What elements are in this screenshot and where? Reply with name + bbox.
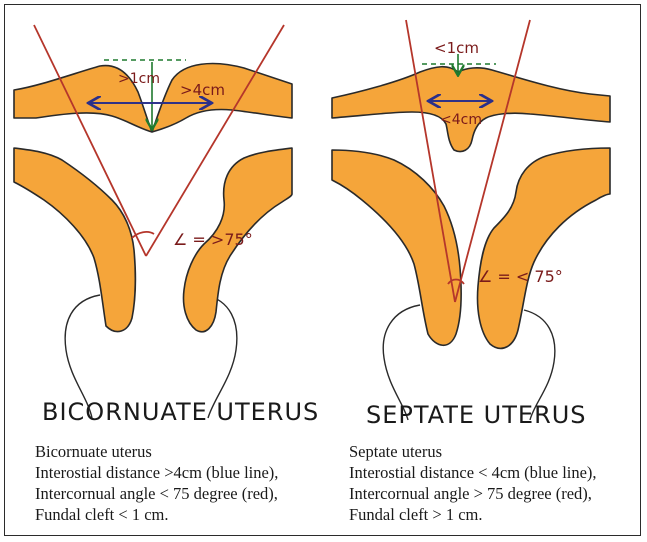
right-distance-label: <4cm — [440, 112, 482, 128]
caption-line: Fundal cleft > 1 cm. — [349, 504, 597, 525]
septate-illustration: <1cm <4cm ∠ = < 75° — [332, 20, 610, 420]
right-horn-right — [478, 148, 611, 348]
bicornuate-illustration: >1cm >4cm ∠ = >75° — [14, 25, 292, 418]
left-horn-left — [14, 148, 135, 332]
bicornuate-caption: Bicornuate uterus Interostial distance >… — [35, 441, 278, 525]
left-distance-label: >4cm — [180, 81, 225, 99]
right-panel-title: SEPTATE UTERUS — [366, 401, 587, 429]
right-angle-label: ∠ = < 75° — [478, 267, 563, 286]
right-fundus-tissue — [332, 67, 610, 152]
right-cleft-label: <1cm — [434, 39, 479, 57]
left-angle-label: ∠ = >75° — [173, 230, 253, 249]
caption-line: Septate uterus — [349, 441, 597, 462]
left-cleft-label: >1cm — [118, 71, 160, 87]
caption-line: Fundal cleft < 1 cm. — [35, 504, 278, 525]
caption-line: Bicornuate uterus — [35, 441, 278, 462]
septate-caption: Septate uterus Interostial distance < 4c… — [349, 441, 597, 525]
caption-line: Interostial distance < 4cm (blue line), — [349, 462, 597, 483]
left-panel-title: BICORNUATE UTERUS — [42, 398, 319, 426]
left-angle-line-b — [146, 25, 284, 256]
caption-line: Intercornual angle > 75 degree (red), — [349, 483, 597, 504]
caption-line: Intercornual angle < 75 degree (red), — [35, 483, 278, 504]
caption-line: Interostial distance >4cm (blue line), — [35, 462, 278, 483]
